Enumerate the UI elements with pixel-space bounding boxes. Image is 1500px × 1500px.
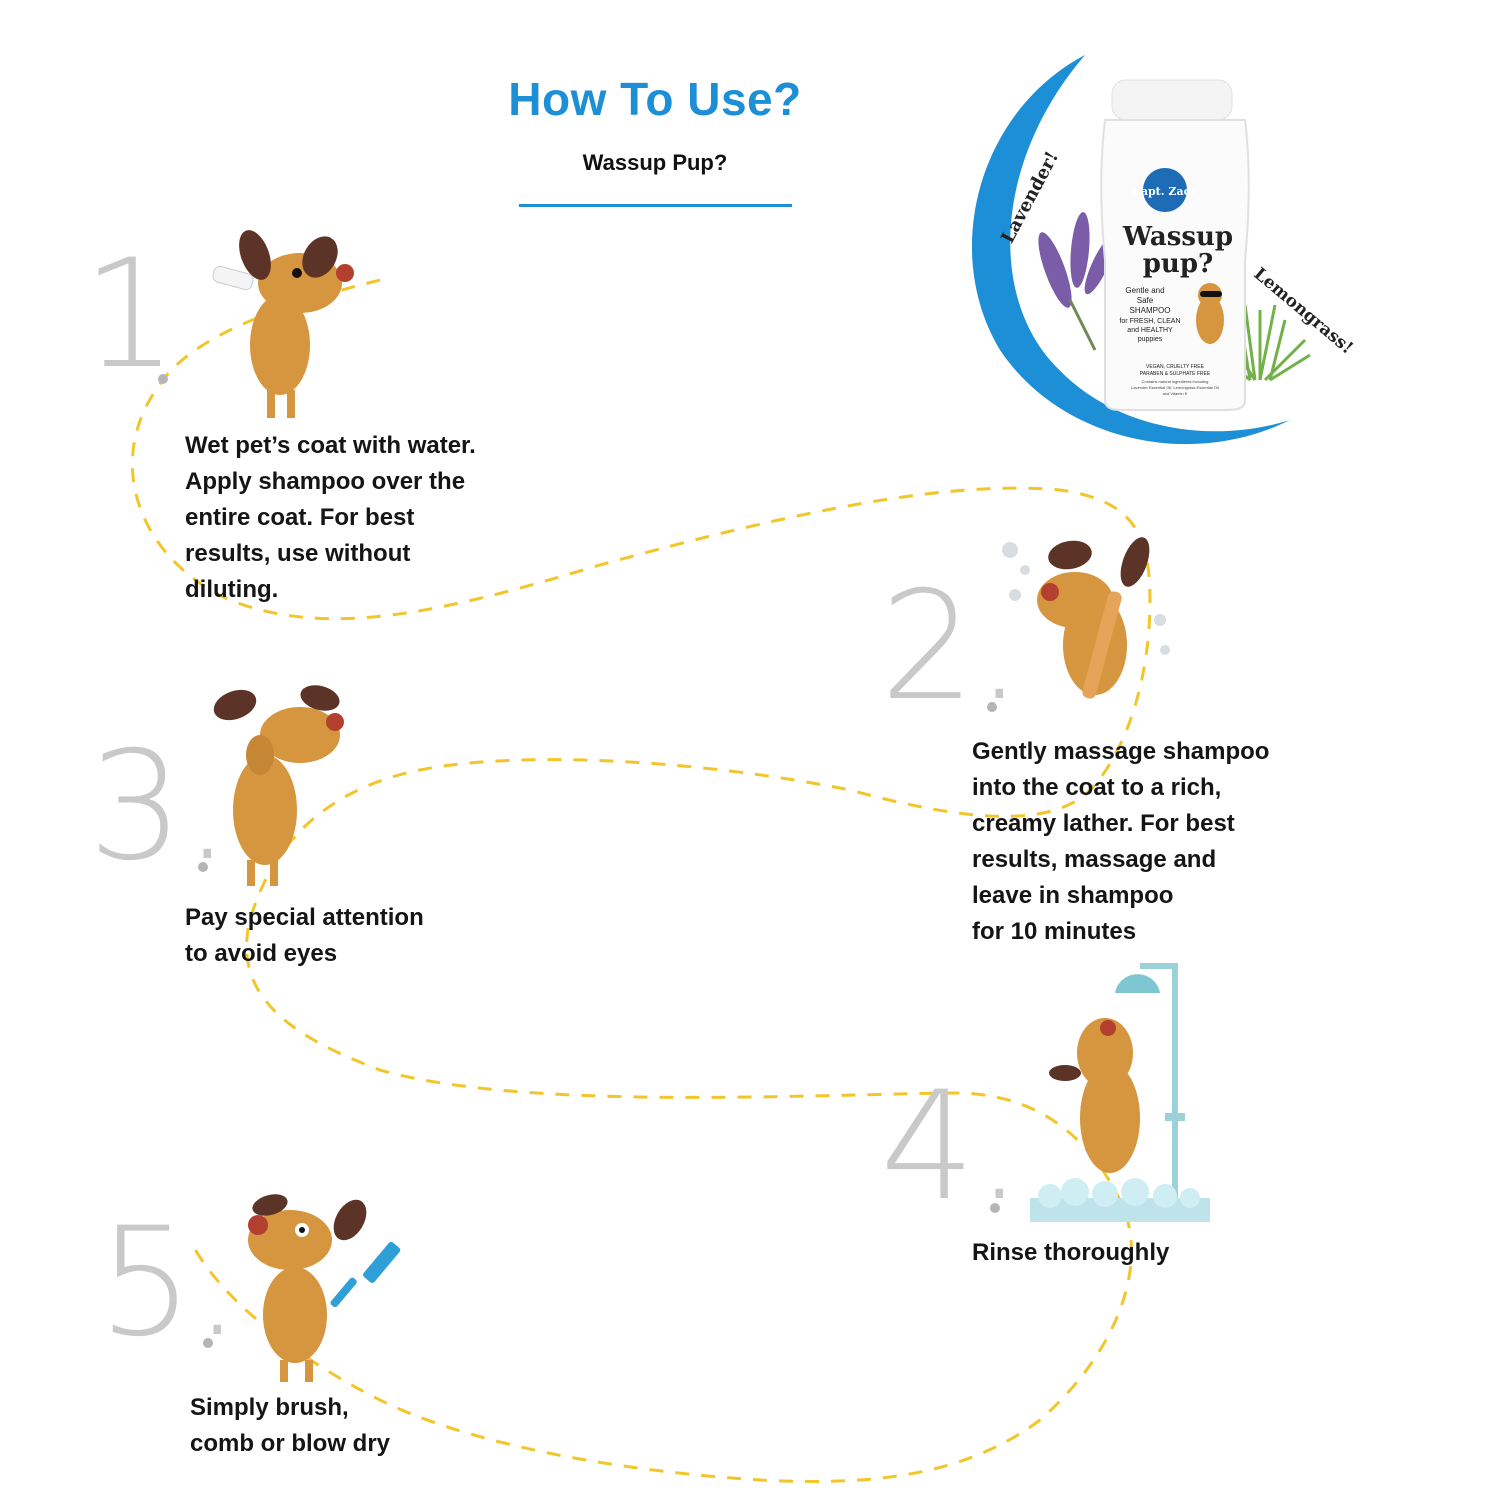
desc-4: for FRESH, CLEAN [1119,318,1180,325]
claims-2: PARABEN & SULPHATE FREE [1140,371,1211,377]
step-text-3: Pay special attention to avoid eyes [185,904,424,967]
step-dot-4 [990,1203,1000,1213]
dog-illustration-2 [1002,537,1170,699]
step-text-1: Wet pet’s coat with water. Apply shampoo… [185,432,476,603]
title-underline [519,204,792,207]
dog-illustration-5 [248,1194,401,1382]
step-number-3: 3. [88,720,232,894]
step-dot-3 [198,862,208,872]
product-name-2: pup? [1143,249,1214,279]
ingredients-3: and Vitamin E [1163,391,1188,396]
brand-logo: Capt. Zack [1132,185,1198,198]
desc-5: and HEALTHY [1127,327,1173,334]
product-name-1: Wassup [1122,222,1233,252]
step-number-2: 2. [880,560,1024,734]
ingredients-2: Lavender Essential Oil, Lemongrass Essen… [1131,385,1219,390]
dog-illustration-4 [1030,963,1210,1222]
desc-6: puppies [1138,336,1163,343]
step-dot-1 [158,374,168,384]
step-dot-5 [203,1338,213,1348]
page-title: How To Use? [508,73,802,125]
step-text-5: Simply brush, comb or blow dry [190,1394,391,1457]
desc-3: SHAMPOO [1130,306,1171,315]
step-number-5: 5. [98,1196,242,1370]
bubbles-icon [1002,542,1170,655]
step-text-2: Gently massage shampoo into the coat to … [972,738,1270,945]
dog-illustration-3 [213,685,344,886]
desc-1: Gentle and [1125,286,1164,295]
product-illustration: Capt. Zack Wassup pup? Gentle and Safe S… [960,50,1360,460]
step-dot-2 [987,702,997,712]
page-subtitle: Wassup Pup? [582,150,728,175]
shampoo-bottle: Capt. Zack Wassup pup? Gentle and Safe S… [971,55,1357,445]
claims-1: VEGAN, CRUELTY FREE [1146,364,1205,370]
step-text-4: Rinse thoroughly [972,1239,1170,1266]
step-number-1: 1 [82,228,178,402]
dog-illustration-1 [212,230,354,418]
comb-icon [330,1241,401,1308]
step-number-4: 4. [880,1060,1024,1234]
desc-2: Safe [1137,296,1154,305]
shower-icon [1115,963,1185,1213]
bubbles-icon [1038,1178,1200,1208]
ingredients-1: Contains natural ingredients including [1142,379,1209,384]
